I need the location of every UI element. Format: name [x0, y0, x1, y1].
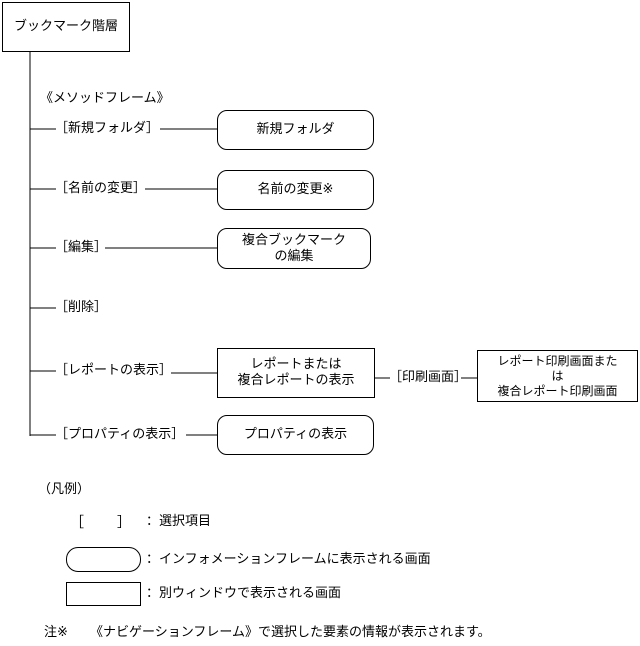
legend-bracket-open: ［: [70, 515, 84, 531]
legend-info-frame-text: ：インフォメーションフレームに表示される画面: [146, 552, 431, 567]
item-label-rename: ［名前の変更］: [55, 181, 147, 196]
item-label-edit: ［編集］: [55, 240, 108, 255]
screen-edit-compound-bookmark: 複合ブックマーク の編集: [217, 228, 371, 269]
screen-show-report: レポートまたは 複合レポートの表示: [217, 348, 375, 398]
note-text: 《ナビゲーションフレーム》で選択した要素の情報が表示されます。: [90, 625, 491, 640]
item-label-print-screen: ［印刷画面］: [389, 370, 468, 385]
legend-rect-box-sample: [66, 582, 141, 606]
legend-title: （凡例）: [38, 482, 91, 497]
item-label-delete: ［削除］: [55, 300, 108, 315]
item-label-new-folder: ［新規フォルダ］: [55, 121, 160, 136]
legend-selection-text: ：選択項目: [146, 514, 212, 529]
method-frame-label: 《メソッドフレーム》: [40, 91, 170, 106]
legend-bracket-close: ］: [117, 515, 131, 531]
item-label-show-properties: ［プロパティの表示］: [55, 427, 185, 442]
screen-new-folder: 新規フォルダ: [217, 110, 374, 150]
legend-separate-window-text: ：別ウィンドウで表示される画面: [146, 586, 342, 601]
legend-rounded-box-sample: [66, 547, 141, 572]
root-node: ブックマーク階層: [2, 2, 130, 52]
screen-report-print: レポート印刷画面また は 複合レポート印刷画面: [477, 350, 638, 402]
note-mark: 注※: [44, 625, 68, 640]
item-label-show-report: ［レポートの表示］: [55, 363, 173, 378]
screen-show-properties: プロパティの表示: [217, 415, 374, 455]
screen-rename: 名前の変更※: [217, 170, 374, 210]
